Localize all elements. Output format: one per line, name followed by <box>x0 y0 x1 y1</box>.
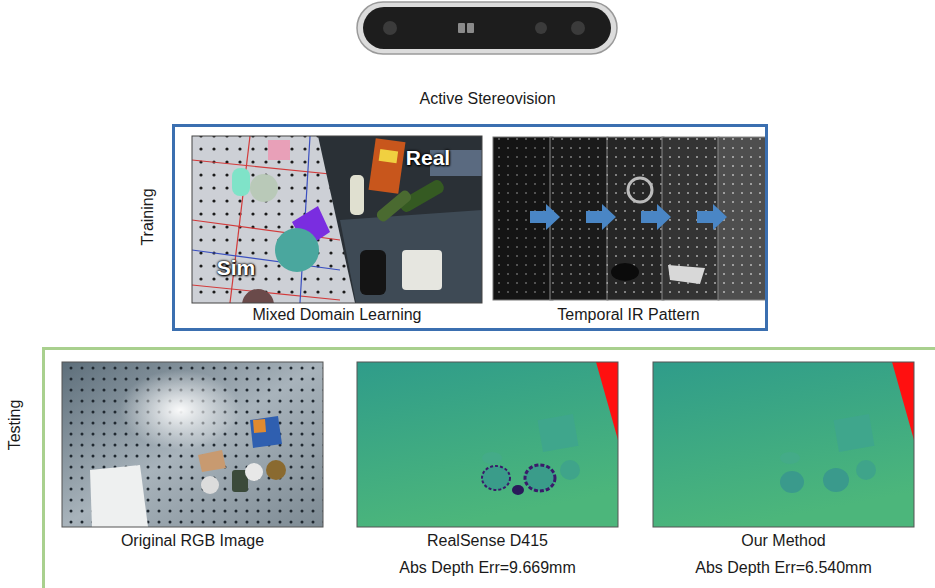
depth-map-ours <box>653 362 914 527</box>
caption: Temporal IR Pattern <box>492 305 765 325</box>
camera-figure <box>357 2 617 54</box>
caption: Abs Depth Err=6.540mm <box>651 558 916 578</box>
result-panel: RealSense D415Abs Depth Err=9.669mm <box>355 361 620 583</box>
group-label: Training <box>138 177 158 257</box>
domain-label: Sim <box>206 258 266 278</box>
caption: Our Method <box>651 531 916 551</box>
mixed-domain-image <box>192 136 482 303</box>
testing-group: TestingOriginal RGB ImageRealSense D415A… <box>42 347 935 588</box>
ir-pattern-stack <box>493 137 766 300</box>
group-label: Testing <box>5 385 25 465</box>
caption: Original RGB Image <box>60 531 325 551</box>
depth-map-d415 <box>357 362 618 527</box>
image-panel: Temporal IR Pattern <box>492 136 765 326</box>
image-panel: Sim RealMixed Domain Learning <box>192 136 482 326</box>
caption: Active Stereovision <box>355 89 620 109</box>
training-group: TrainingSimRealMixed Domain LearningTemp… <box>172 124 768 331</box>
domain-label: Real <box>388 148 468 168</box>
result-panel: Original RGB Image <box>60 361 325 556</box>
caption: Abs Depth Err=9.669mm <box>355 558 620 578</box>
camera-node: Active Stereovision <box>355 0 620 115</box>
rgb-photo <box>62 362 323 527</box>
result-panel: Our MethodAbs Depth Err=6.540mm <box>651 361 916 583</box>
caption: Mixed Domain Learning <box>192 305 482 325</box>
caption: RealSense D415 <box>355 531 620 551</box>
